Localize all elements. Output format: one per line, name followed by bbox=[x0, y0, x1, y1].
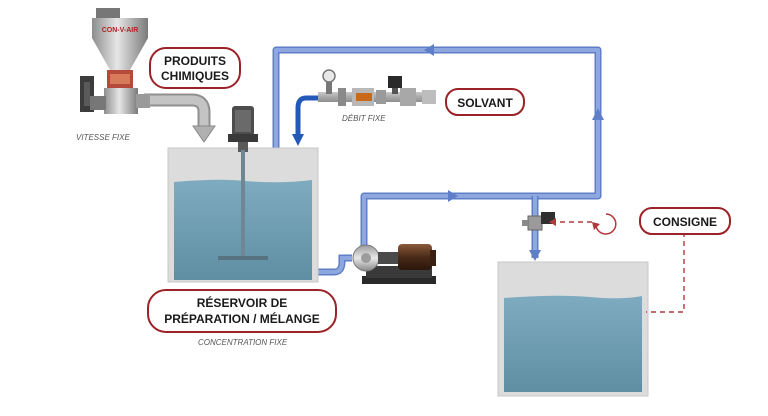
label-reservoir: RÉSERVOIR DE PRÉPARATION / MÉLANGE bbox=[147, 289, 337, 333]
feeder-brand-logo: CON-V-AIR bbox=[102, 27, 139, 34]
reservoir-label-line1: RÉSERVOIR DE bbox=[197, 295, 287, 310]
label-chemicals: PRODUITS CHIMIQUES bbox=[149, 47, 241, 89]
setpoint-loop-icon bbox=[595, 213, 617, 235]
caption-fixed-flow: DÉBIT FIXE bbox=[342, 114, 386, 123]
caption-fixed-speed: VITESSE FIXE bbox=[76, 133, 130, 142]
agitator bbox=[218, 106, 268, 260]
caption-fixed-concentration: CONCENTRATION FIXE bbox=[198, 338, 288, 347]
label-setpoint: CONSIGNE bbox=[639, 207, 731, 235]
solvent-meter-skid bbox=[318, 69, 436, 106]
pump-motor bbox=[398, 244, 432, 270]
tank-outlet-pipe bbox=[316, 254, 352, 276]
solvent-label: SOLVANT bbox=[457, 96, 513, 110]
transfer-pump bbox=[352, 244, 436, 284]
flow-arrows bbox=[424, 44, 604, 261]
setpoint-label: CONSIGNE bbox=[653, 215, 717, 229]
chemicals-label-line1: PRODUITS bbox=[164, 54, 226, 68]
label-solvent: SOLVANT bbox=[445, 88, 525, 116]
chemical-feeder: CON-V-AIR bbox=[80, 8, 150, 114]
chemicals-label-line2: CHIMIQUES bbox=[161, 69, 229, 83]
recirculation-pipe bbox=[272, 46, 602, 258]
actuator-icon bbox=[388, 76, 402, 88]
storage-liquid bbox=[504, 295, 642, 392]
flow-meter bbox=[356, 93, 372, 101]
chemical-feed-pipe bbox=[144, 93, 216, 143]
storage-tank bbox=[497, 261, 649, 397]
reservoir-label-line2: PRÉPARATION / MÉLANGE bbox=[164, 311, 320, 326]
solvent-feed-pipe bbox=[292, 95, 318, 146]
pressure-gauge-icon bbox=[322, 69, 336, 83]
